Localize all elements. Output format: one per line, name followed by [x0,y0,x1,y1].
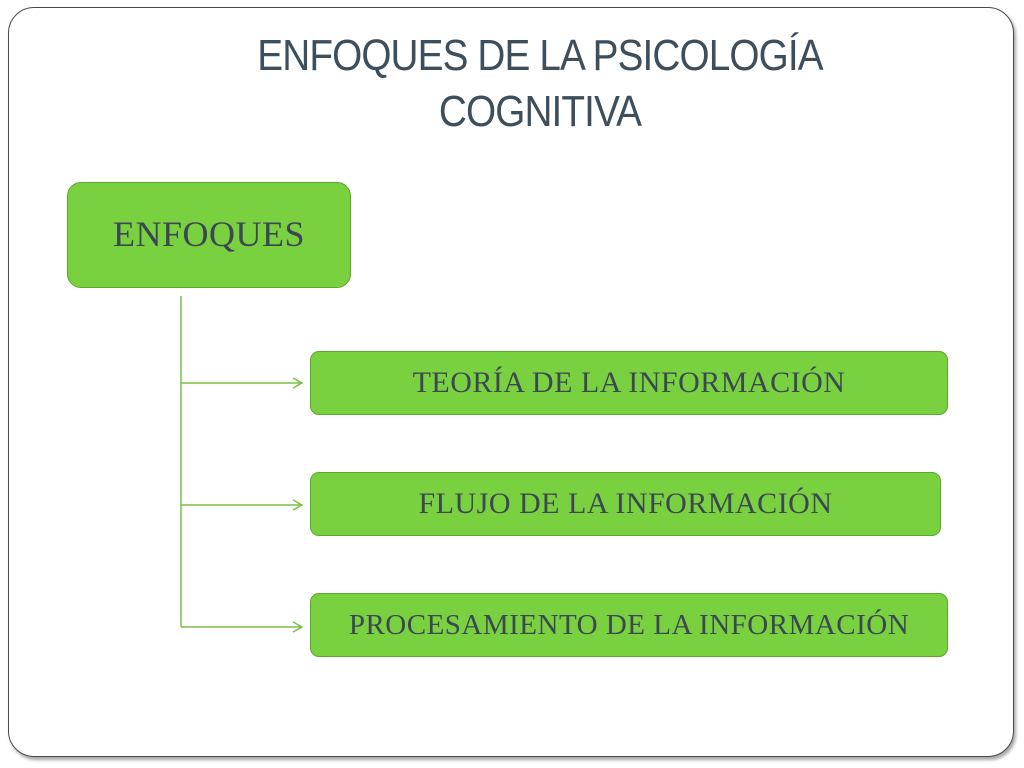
child-node-procesamiento: PROCESAMIENTO DE LA INFORMACIÓN [310,593,948,657]
child-node-label: FLUJO DE LA INFORMACIÓN [418,487,833,520]
root-node-label: ENFOQUES [112,214,305,254]
slide-title-line-2: COGNITIVA [438,87,642,136]
child-node-label: PROCESAMIENTO DE LA INFORMACIÓN [348,608,910,641]
slide-title: ENFOQUES DE LA PSICOLOGÍA COGNITIVA [197,28,883,140]
root-node-enfoques: ENFOQUES [67,182,351,288]
slide-title-line-1: ENFOQUES DE LA PSICOLOGÍA [257,31,823,80]
child-node-teoria: TEORÍA DE LA INFORMACIÓN [310,351,948,415]
child-node-flujo: FLUJO DE LA INFORMACIÓN [310,472,941,536]
child-node-label: TEORÍA DE LA INFORMACIÓN [412,366,846,399]
